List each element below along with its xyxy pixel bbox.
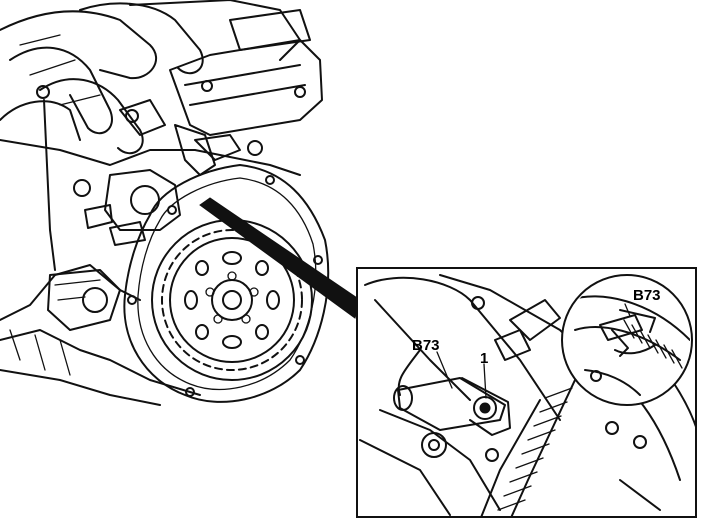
sensor-callout-label: B73 [412,337,440,354]
inset-sensor-callout-label: B73 [633,287,661,304]
flywheel-housing [123,164,330,403]
block-body [0,85,301,406]
circular-detail: B73 [561,274,693,406]
cylinder-head [169,9,323,161]
flywheel [151,219,313,381]
crankshaft-position-sensor [393,349,511,436]
inset-sensor-leader-line [624,303,631,317]
ring-gear [480,379,576,516]
intake-manifold [0,0,301,155]
sensor-leader-line [436,351,453,389]
bolt-callout-label: 1 [480,350,488,367]
bolt-leader-line [483,363,487,399]
engine-block [0,0,330,406]
